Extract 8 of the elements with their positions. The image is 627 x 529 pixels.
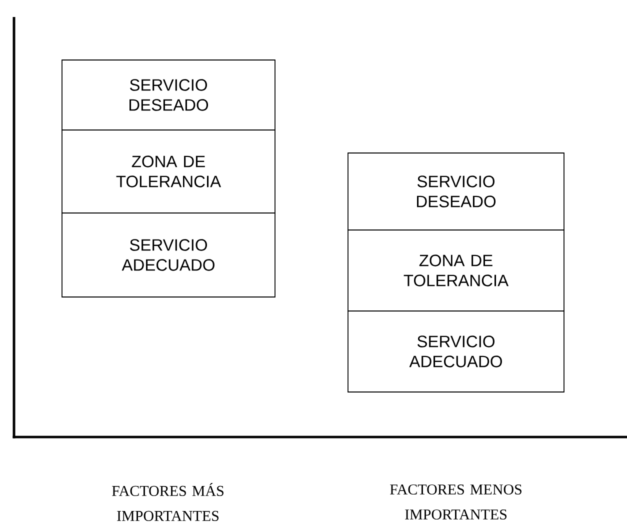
level-box: SERVICIO ADECUADO	[62, 212, 276, 298]
level-box: ZONA DE TOLERANCIA	[348, 230, 564, 312]
level-box: SERVICIO DESEADO	[348, 152, 564, 230]
axis-label: FACTORES MÁS IMPORTANTES	[112, 482, 224, 521]
level-box: SERVICIO DESEADO	[62, 60, 276, 130]
level-box: ZONA DE TOLERANCIA	[62, 130, 276, 214]
axis-label: FACTORES MENOS IMPORTANTES	[390, 484, 522, 520]
level-box: SERVICIO ADECUADO	[348, 310, 564, 392]
